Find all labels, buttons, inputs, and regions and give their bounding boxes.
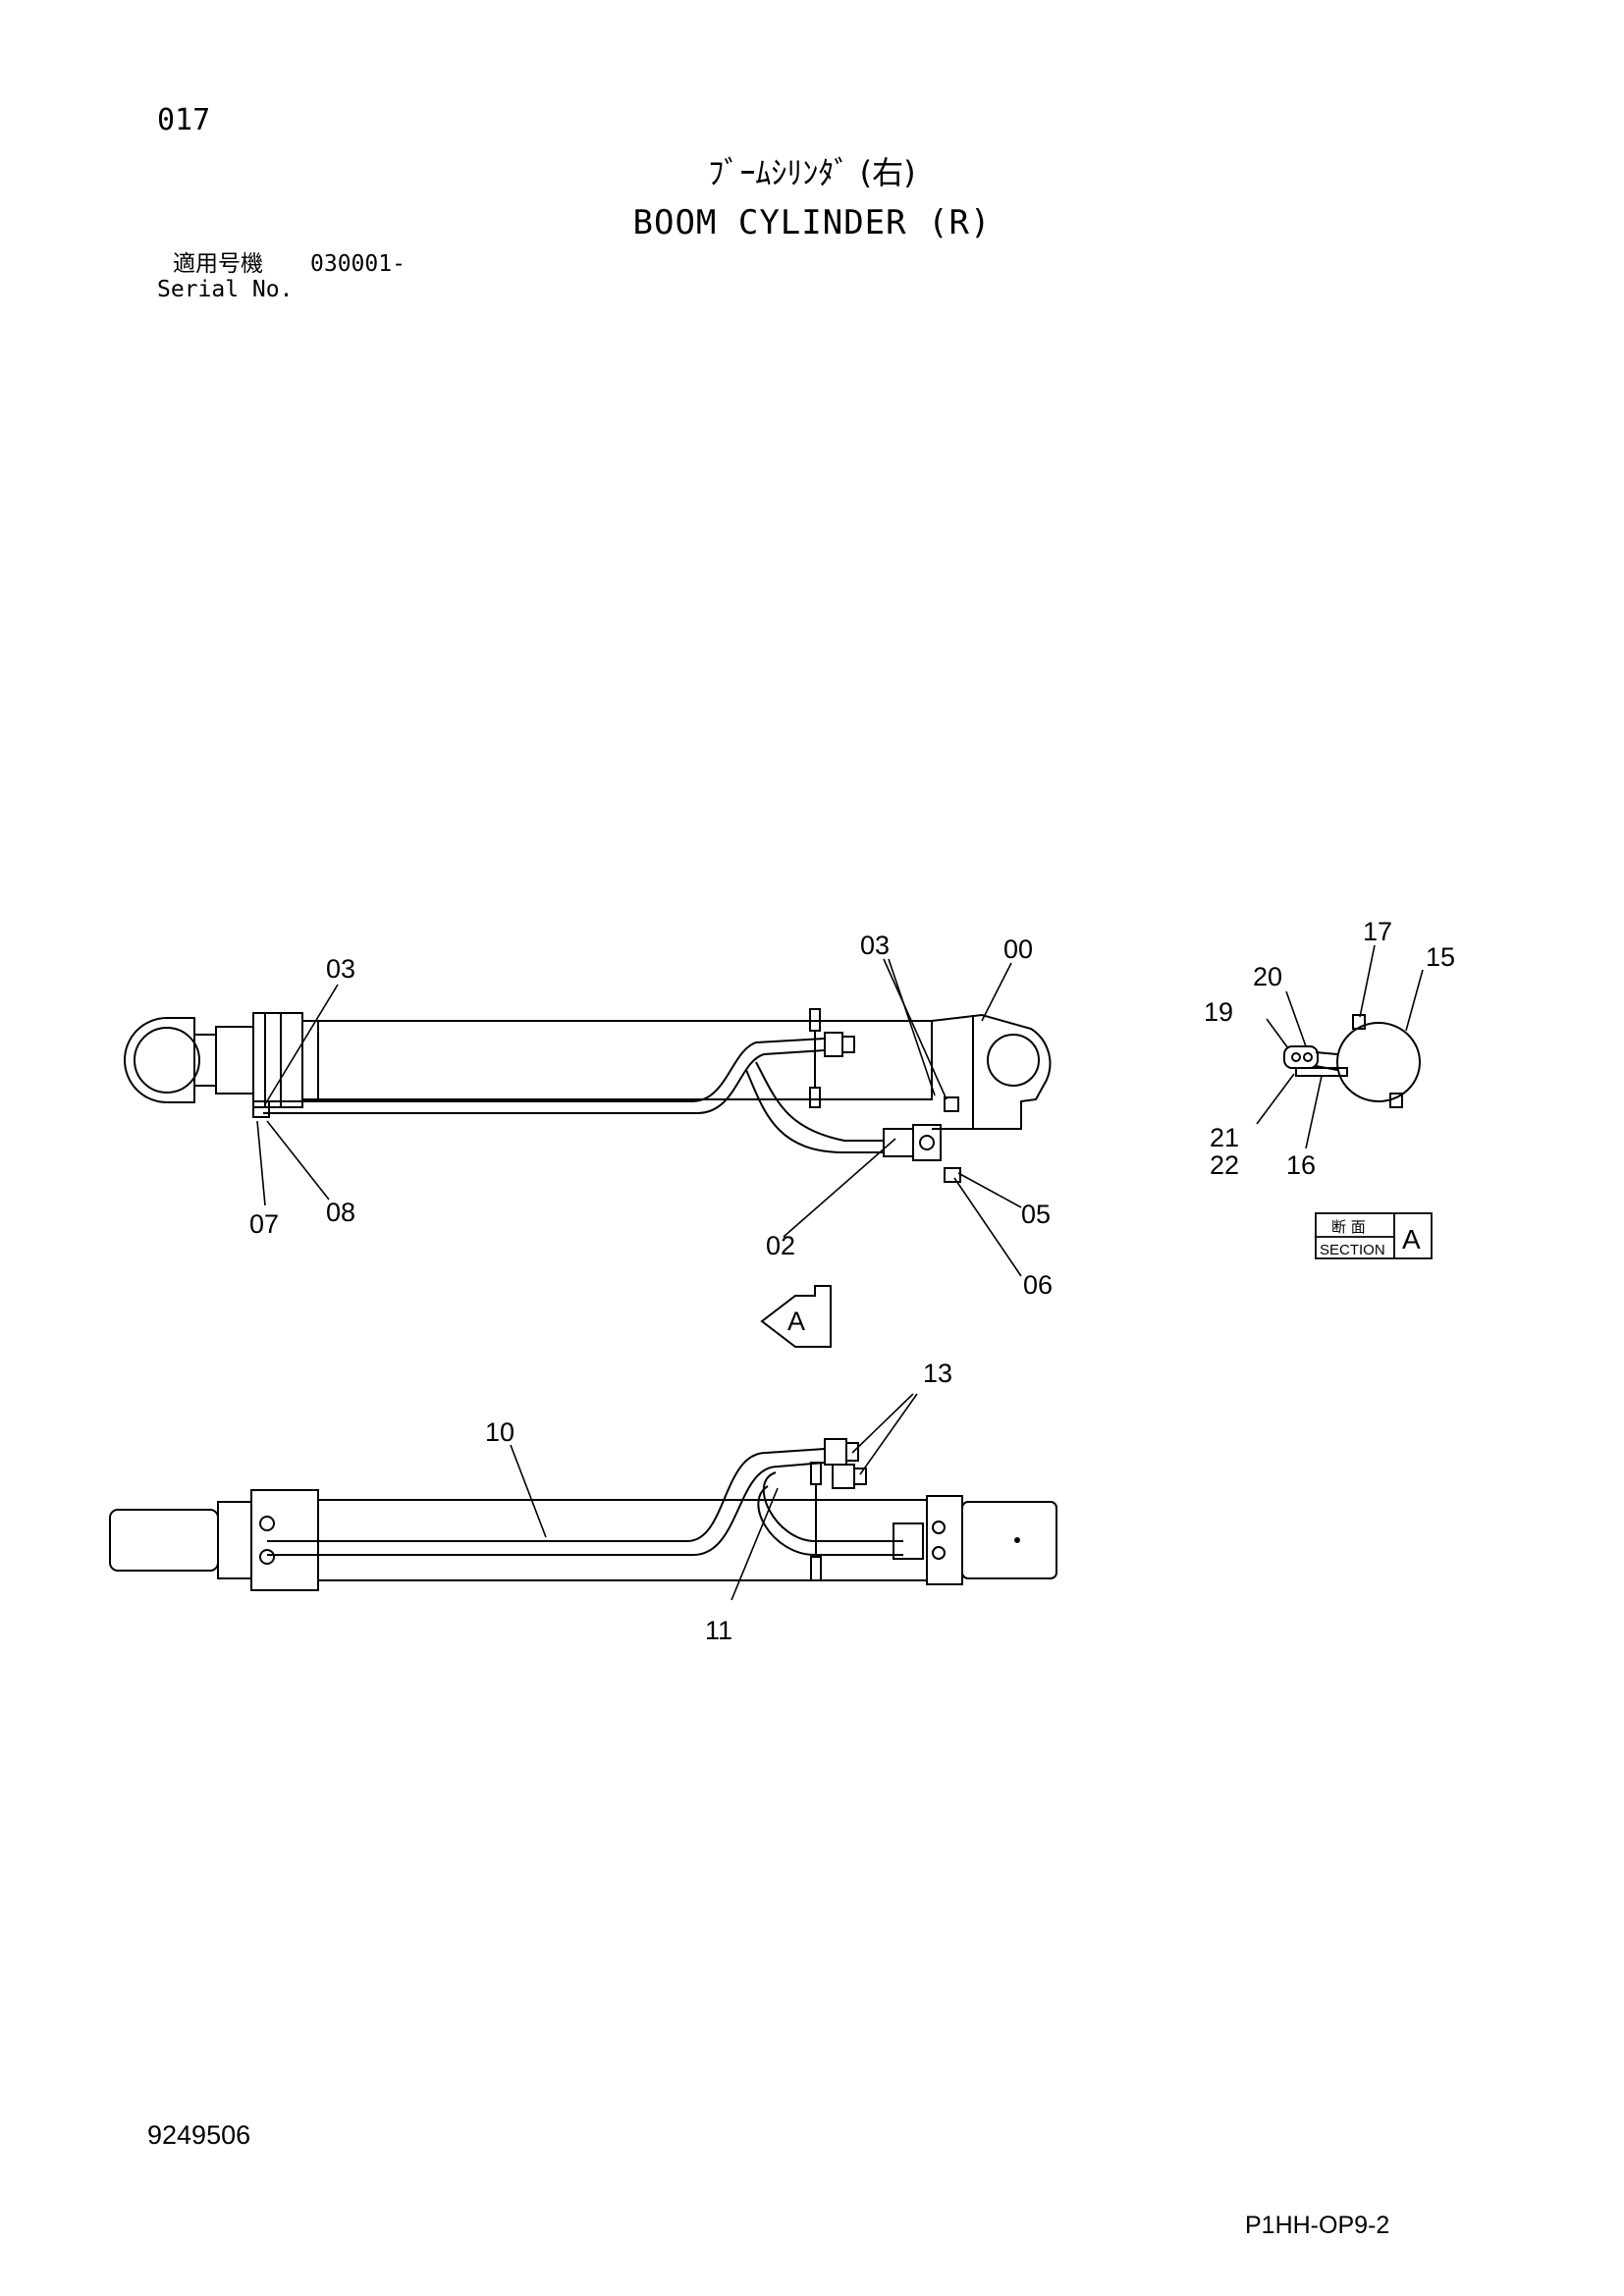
view-arrow-label: A: [787, 1307, 805, 1336]
callout-11: 11: [705, 1616, 732, 1645]
callout-02: 02: [766, 1231, 795, 1260]
callout-00: 00: [1003, 934, 1033, 964]
view-arrow-a: [760, 1285, 832, 1348]
callout-13: 13: [923, 1359, 952, 1388]
page-number: 017: [157, 103, 211, 137]
callout-03-gland: 03: [326, 954, 355, 984]
callout-03-bottom: 03: [860, 931, 890, 960]
section-label-jp: 断 面: [1331, 1218, 1366, 1236]
serial-label-japanese: 適用号機: [173, 251, 263, 277]
title-english: BOOM CYLINDER (R): [632, 203, 992, 242]
callout-21: 21: [1210, 1123, 1239, 1152]
callout-16: 16: [1286, 1150, 1316, 1180]
drawing-number: 9249506: [147, 2120, 251, 2150]
leader-lines-section: [1256, 944, 1424, 1149]
cylinder-side-view: [124, 1008, 1052, 1183]
leader-lines-side-view: [256, 958, 1022, 1277]
callout-08: 08: [326, 1198, 355, 1227]
callout-17: 17: [1363, 917, 1392, 946]
callout-07: 07: [249, 1209, 279, 1239]
serial-number-value: 030001-: [310, 251, 406, 277]
callout-10: 10: [485, 1417, 514, 1447]
callout-06: 06: [1023, 1270, 1053, 1300]
cylinder-top-view: [109, 1438, 1057, 1591]
callout-22: 22: [1210, 1150, 1239, 1180]
callout-15: 15: [1426, 942, 1455, 972]
section-label-box: [1315, 1212, 1433, 1259]
leader-lines-top-view: [510, 1393, 918, 1601]
section-a-view: [1283, 1014, 1421, 1108]
callout-05: 05: [1021, 1200, 1051, 1229]
section-label-letter: A: [1402, 1224, 1421, 1255]
callout-19: 19: [1204, 997, 1233, 1027]
sheet-code: P1HH-OP9-2: [1245, 2212, 1390, 2239]
callout-20: 20: [1253, 962, 1282, 991]
section-label-en: SECTION: [1320, 1242, 1385, 1258]
title-japanese: ﾌﾞｰﾑｼﾘﾝﾀﾞ (右): [708, 154, 916, 191]
serial-label-english: Serial No.: [157, 277, 294, 302]
